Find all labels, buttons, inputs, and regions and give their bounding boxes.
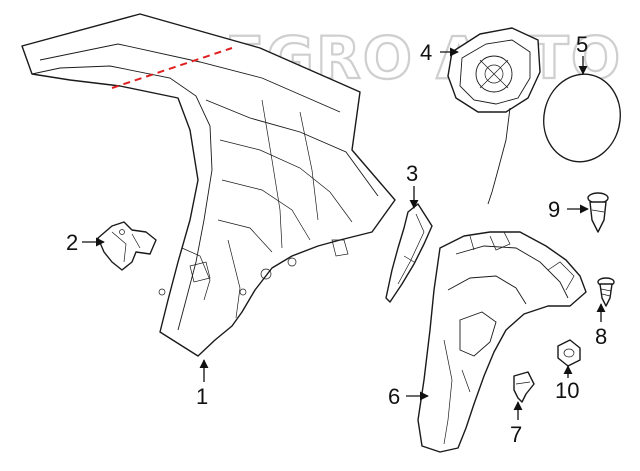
- callout-6: 6: [388, 384, 400, 409]
- push-pin: [513, 371, 535, 403]
- quarter-panel: [21, 13, 396, 357]
- leader-lines: [82, 47, 606, 420]
- callout-8: 8: [595, 324, 607, 349]
- reinforcement-strip: [385, 203, 433, 303]
- screw: [597, 277, 615, 307]
- callout-7: 7: [510, 422, 522, 447]
- callout-1: 1: [196, 384, 208, 409]
- callout-3: 3: [406, 161, 418, 186]
- push-rivet: [587, 192, 609, 233]
- fuel-door: [543, 73, 621, 163]
- callout-4: 4: [420, 40, 432, 65]
- callout-9: 9: [548, 197, 560, 222]
- wheelhouse-liner: [417, 231, 587, 453]
- callout-2: 2: [66, 230, 78, 255]
- callout-10: 10: [555, 378, 579, 403]
- callout-5: 5: [576, 32, 588, 57]
- nut: [557, 339, 581, 367]
- bracket: [97, 221, 157, 271]
- fuel-filler-housing: [447, 27, 541, 205]
- cut-line: [111, 47, 233, 89]
